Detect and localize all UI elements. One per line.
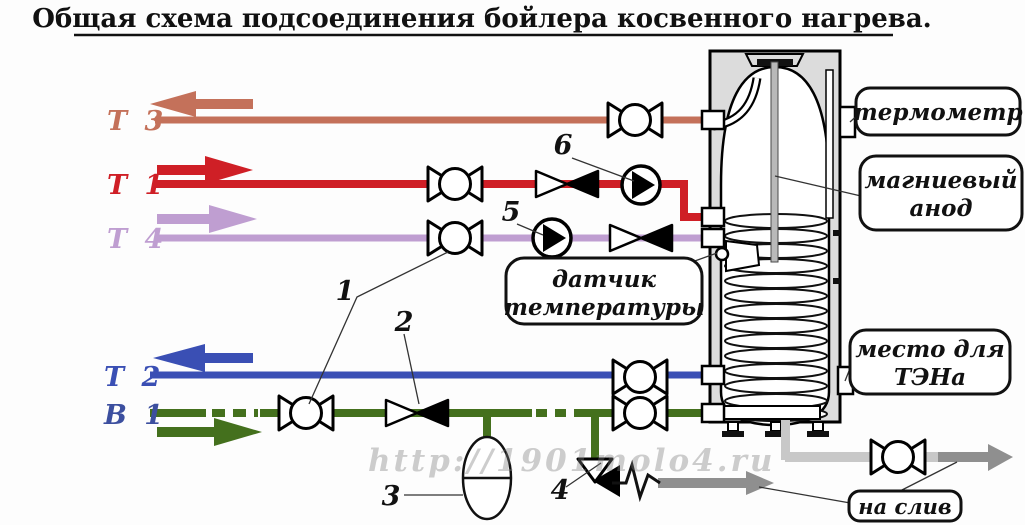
drain-arrow-icon [988, 444, 1013, 471]
drain-piping [658, 420, 1013, 495]
ball-valve-drain-icon [869, 438, 927, 476]
ball-valve-t1-icon [426, 165, 484, 203]
thermometer-label: термометр [853, 99, 1022, 126]
callout-drain-a [758, 486, 857, 505]
annotation-sensor: датчик температуры [504, 256, 705, 326]
check-valve-t1-icon [534, 169, 600, 199]
sensor-box [504, 256, 704, 326]
heater-box [848, 328, 1012, 396]
magnesium-anode-rod [770, 61, 779, 263]
pump-t4-icon [531, 217, 573, 259]
callout-5 [516, 223, 544, 236]
callout-anode [774, 175, 862, 197]
pump-t1-icon [620, 164, 662, 206]
annotation-heater: место для ТЭНа [848, 328, 1012, 396]
pipes [150, 116, 712, 460]
anode-label-line2: анод [909, 195, 972, 222]
ball-valve-b1-right-icon [611, 394, 669, 432]
sensor-label-line2: температуры [504, 294, 705, 321]
safety-valve-outlet-icon [593, 465, 620, 497]
callout-2 [403, 333, 420, 405]
boiler-feet [722, 421, 829, 437]
callout-sensor [691, 252, 718, 263]
ball-valve-t2-icon [611, 358, 669, 396]
wall-bracket-2 [833, 278, 840, 284]
pipe-label-t4: Т 4 [107, 224, 167, 255]
anode-label-line1: магниевый [864, 167, 1017, 194]
callout-lines [308, 110, 958, 505]
safety-discharge-arrow-icon [746, 471, 774, 495]
t4-flow-arrow-icon [157, 205, 257, 233]
annotation-drain: на слив [847, 489, 963, 523]
number-2: 2 [394, 307, 414, 338]
diffuser-plate [723, 405, 821, 420]
number-6: 6 [554, 130, 573, 161]
number-3: 3 [382, 481, 401, 512]
page-title: Общая схема подсоединения бойлера косвен… [32, 4, 931, 34]
sensor-pocket [725, 239, 761, 273]
check-valve-t4-icon [608, 223, 674, 253]
expansion-tank [461, 435, 513, 521]
thermometer-box [854, 86, 1022, 137]
ball-valve-t3-icon [606, 101, 664, 139]
heater-label-line1: место для [855, 336, 1004, 363]
coil-riser [825, 69, 834, 219]
safety-valve-icon [576, 457, 614, 484]
pipe-label-b1: В 1 [103, 400, 167, 431]
annotation-anode: магниевый анод [858, 154, 1024, 232]
t1-flow-arrow-icon [157, 156, 253, 184]
callout-drain-b [899, 461, 958, 492]
callout-1 [308, 251, 449, 405]
spring-zigzag-icon [612, 459, 661, 503]
safety-valve-group [576, 457, 661, 503]
sensor-label-line1: датчик [552, 266, 656, 293]
pipe-label-t1: Т 1 [107, 170, 167, 201]
number-4: 4 [551, 475, 570, 506]
t2-flow-arrow-icon [153, 344, 253, 372]
number-1: 1 [336, 276, 355, 307]
b1-flow-arrow-icon [157, 418, 262, 446]
ball-valve-b1-left-icon [277, 394, 335, 432]
heater-label-line2: ТЭНа [894, 364, 966, 391]
flow-arrows [150, 91, 262, 446]
number-5: 5 [502, 197, 521, 228]
drain-label: на слив [858, 494, 951, 519]
drain-box [847, 489, 963, 523]
pipe-label-t3: Т 3 [107, 106, 167, 137]
callout-4 [565, 462, 602, 488]
ball-valve-t4-icon [426, 219, 484, 257]
anode-box [858, 154, 1024, 232]
watermark-text: http://1901molo4.ru [368, 443, 775, 479]
pipe-fittings [700, 109, 726, 424]
check-valve-b1-icon [384, 398, 450, 428]
pipe-t1 [155, 180, 712, 221]
t3-flow-arrow-icon [150, 91, 253, 117]
annotation-thermometer: термометр [853, 86, 1023, 137]
temperature-sensor-icon [714, 246, 730, 262]
wall-bracket-1 [833, 230, 840, 236]
callout-6 [571, 157, 635, 182]
pipe-label-t2: Т 2 [104, 362, 164, 393]
boiler [700, 49, 857, 437]
